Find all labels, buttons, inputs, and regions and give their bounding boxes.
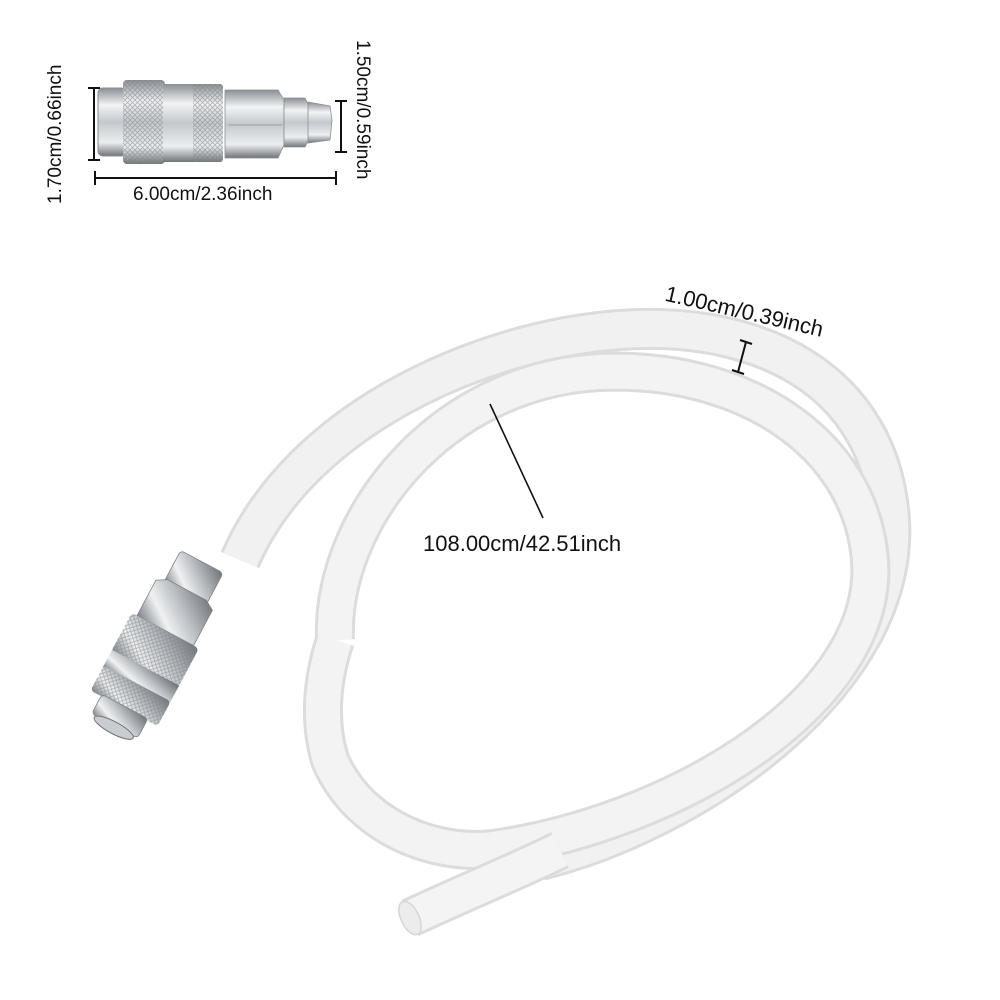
connector-width-label: 6.00cm/2.36inch bbox=[133, 184, 273, 205]
connector-dimension-lines bbox=[88, 87, 347, 185]
hose-dimension-lines bbox=[489, 339, 753, 519]
hose bbox=[220, 308, 912, 937]
connector-inlet-diameter-label: 1.70cm/0.66inch bbox=[45, 64, 66, 204]
connector-detail bbox=[97, 80, 333, 164]
hose-end-opening bbox=[398, 900, 422, 936]
hose-length-label: 108.00cm/42.51inch bbox=[423, 531, 622, 556]
connector-outlet-diameter-label: 1.50cm/0.59inch bbox=[352, 40, 373, 180]
hose-connector bbox=[91, 551, 223, 740]
